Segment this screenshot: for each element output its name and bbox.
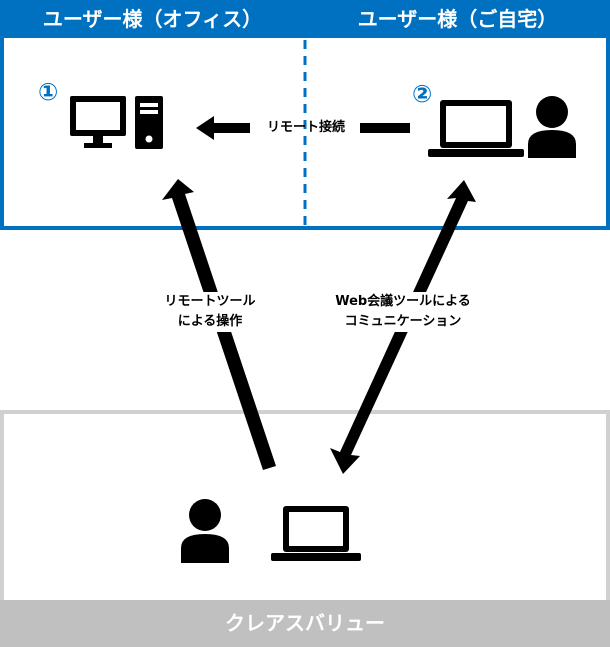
remote-connection-arrow [196,116,410,140]
support-laptop-icon [271,506,361,561]
support-area-frame [0,410,610,647]
support-person-icon [181,499,229,563]
remote-connection-label: リモート接続 [266,120,345,135]
office-header: ユーザー様（オフィス） [0,0,305,38]
home-header: ユーザー様（ご自宅） [305,0,610,38]
company-name: クレアスバリュー [225,611,385,635]
remote-tool-label-line1: リモートツール [150,292,270,312]
person-icon [528,96,576,158]
marker-two: ② [412,80,433,108]
laptop-icon [428,100,524,157]
web-conference-label-line2: コミュニケーション [318,312,488,332]
company-footer [0,600,610,647]
desktop-computer-icon [70,96,163,149]
web-conference-label-line1: Web会議ツールによる [318,292,488,312]
marker-one: ① [38,78,59,106]
remote-tool-label-line2: による操作 [150,312,270,332]
